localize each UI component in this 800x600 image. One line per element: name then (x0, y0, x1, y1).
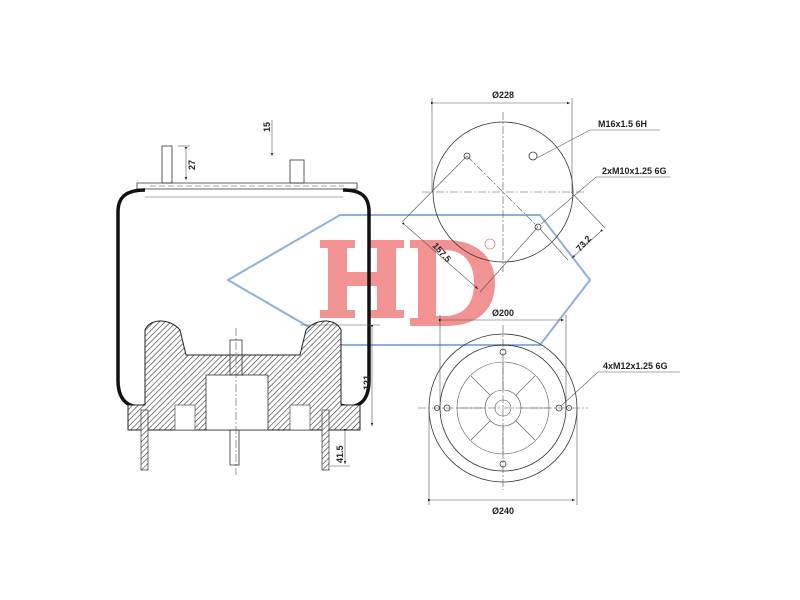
top-diameter-label: Ø228 (492, 90, 514, 100)
top-view: Ø228 M16x1.5 6H 2xM10x1.25 6G 157.5 73.2 (401, 90, 670, 293)
air-thread-label: M16x1.5 6H (598, 119, 647, 129)
side-view: 15 27 121 41.5 (116, 120, 380, 475)
registered-mark (484, 238, 496, 250)
bottom-view: Ø200 Ø240 4xM12x1.25 6G (418, 308, 680, 516)
outer-diameter-label: Ø240 (492, 506, 514, 516)
logo-diamond-outline (226, 214, 592, 346)
dim-piston-height: 121 (362, 375, 372, 390)
offset-label: 73.2 (574, 234, 593, 254)
bottom-stud-thread-label: 4xM12x1.25 6G (603, 361, 668, 371)
inner-diameter-label: Ø200 (492, 308, 514, 318)
dim-stud-height: 27 (187, 160, 197, 170)
stud-thread-label: 2xM10x1.25 6G (602, 166, 667, 176)
dim-bottom-stud: 41.5 (335, 445, 345, 463)
hd-logo (226, 214, 592, 346)
dim-top-offset: 15 (262, 122, 272, 132)
